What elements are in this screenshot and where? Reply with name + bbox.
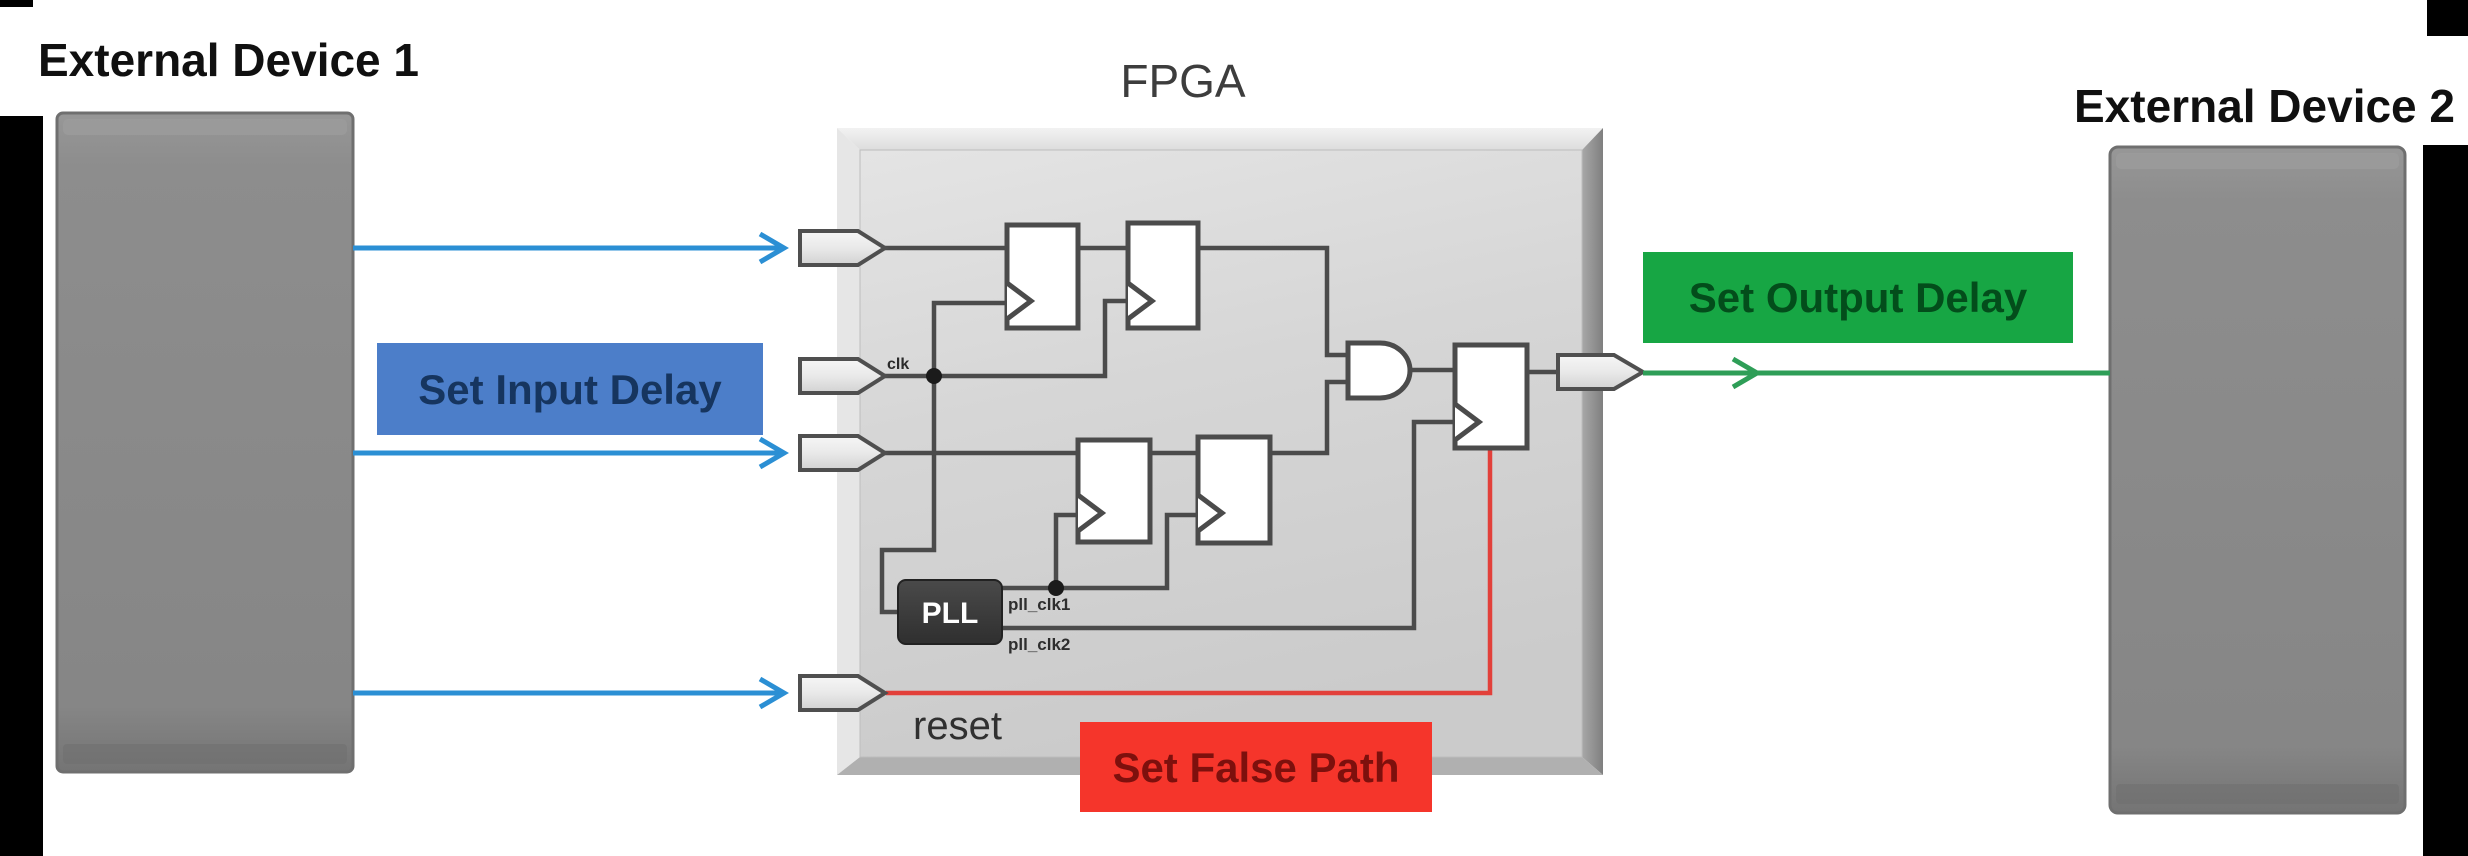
reset-label: reset [913, 704, 1002, 748]
set-output-delay-annotation: Set Output Delay [1643, 252, 2073, 343]
input-arrowhead-icon [758, 436, 789, 470]
input-arrowhead-icon [758, 676, 789, 710]
set-false-path-label: Set False Path [1112, 744, 1399, 791]
pll-clk1-junction-dot [1048, 580, 1064, 596]
output-arrowhead-icon [1731, 356, 1762, 390]
clk-junction-dot [926, 368, 942, 384]
output-arrow [1643, 356, 2110, 390]
reset-port-icon [798, 674, 889, 712]
output-flip-flop-icon [1452, 342, 1530, 451]
external-device1-block [55, 111, 355, 774]
pll-label: PLL [922, 597, 979, 630]
frame-bar-top-right [2427, 0, 2468, 36]
external-device2-block [2108, 145, 2407, 815]
set-input-delay-annotation: Set Input Delay [377, 343, 763, 435]
and-gate-icon [1345, 340, 1413, 401]
fpga-title: FPGA [1120, 55, 1246, 107]
flip-flop-1-icon [1004, 222, 1081, 331]
frame-bar-left [0, 116, 43, 856]
device2-title: External Device 2 [2074, 80, 2455, 132]
input-port-2-icon [798, 434, 889, 472]
flip-flop-2-icon [1125, 220, 1201, 331]
false-path-wire [886, 448, 1493, 696]
clk-label: clk [887, 356, 909, 373]
flip-flop-3-icon [1075, 437, 1153, 545]
pll-clk2-label: pll_clk2 [1008, 635, 1070, 654]
input-arrowhead-icon [758, 231, 789, 265]
output-port-icon [1556, 353, 1647, 391]
frame-bar-top-left [0, 0, 33, 7]
set-input-delay-label: Set Input Delay [418, 366, 722, 413]
input-arrows [353, 231, 789, 710]
pll-block: PLL [897, 579, 1003, 645]
set-false-path-annotation: Set False Path [1080, 722, 1432, 812]
frame-bar-right [2423, 145, 2468, 856]
fpga-ports [798, 229, 1647, 712]
pll-clk1-label: pll_clk1 [1008, 595, 1070, 614]
clock-port-icon [798, 357, 889, 395]
flip-flop-4-icon [1195, 434, 1273, 546]
flip-flops [1004, 220, 1530, 546]
device1-title: External Device 1 [38, 34, 419, 86]
set-output-delay-label: Set Output Delay [1689, 274, 2028, 321]
input-port-1-icon [798, 229, 889, 267]
logic-wires [877, 245, 1563, 631]
